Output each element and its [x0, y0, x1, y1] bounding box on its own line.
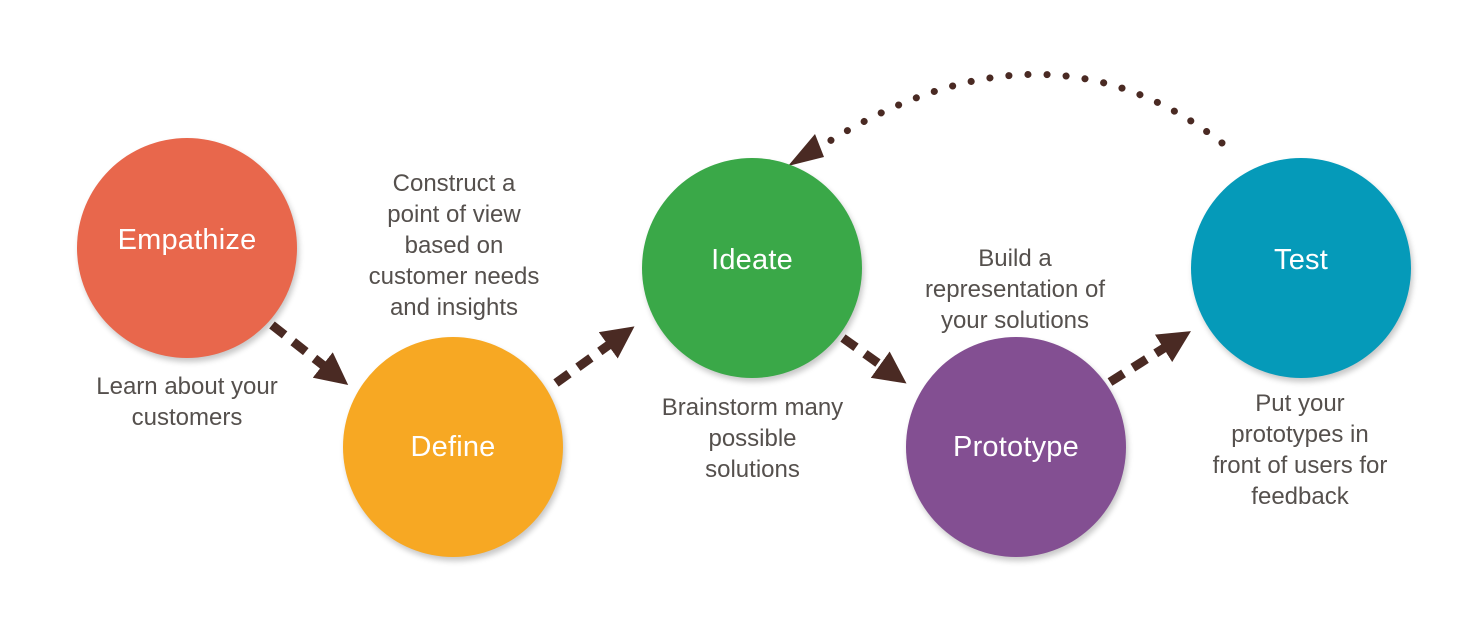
loop-arrowhead — [788, 134, 824, 166]
prototype-description: Build a representation of your solutions — [924, 245, 1106, 334]
ideate-label: Ideate — [711, 243, 793, 276]
arrow-prototype-to-test — [1107, 331, 1191, 386]
arrow-define-to-ideate — [553, 326, 635, 387]
define-label: Define — [410, 430, 496, 463]
prototype-circle: Prototype — [906, 337, 1126, 557]
define-circle: Define — [343, 337, 563, 557]
arrow-ideate-to-prototype — [840, 334, 907, 384]
test-description: Put your prototypes in front of users fo… — [1212, 390, 1388, 510]
arrow-test-to-ideate-loop — [804, 71, 1226, 159]
arrow-empathize-to-define — [269, 321, 349, 386]
empathize-description: Learn about your customers — [96, 373, 278, 431]
define-description: Construct a point of view based on custo… — [368, 170, 540, 321]
prototype-label: Prototype — [953, 430, 1079, 463]
empathize-circle: Empathize — [77, 138, 297, 358]
test-circle: Test — [1191, 158, 1411, 378]
empathize-label: Empathize — [117, 223, 257, 256]
ideate-description: Brainstorm many possible solutions — [661, 394, 844, 483]
test-label: Test — [1274, 243, 1328, 276]
ideate-circle: Ideate — [642, 158, 862, 378]
